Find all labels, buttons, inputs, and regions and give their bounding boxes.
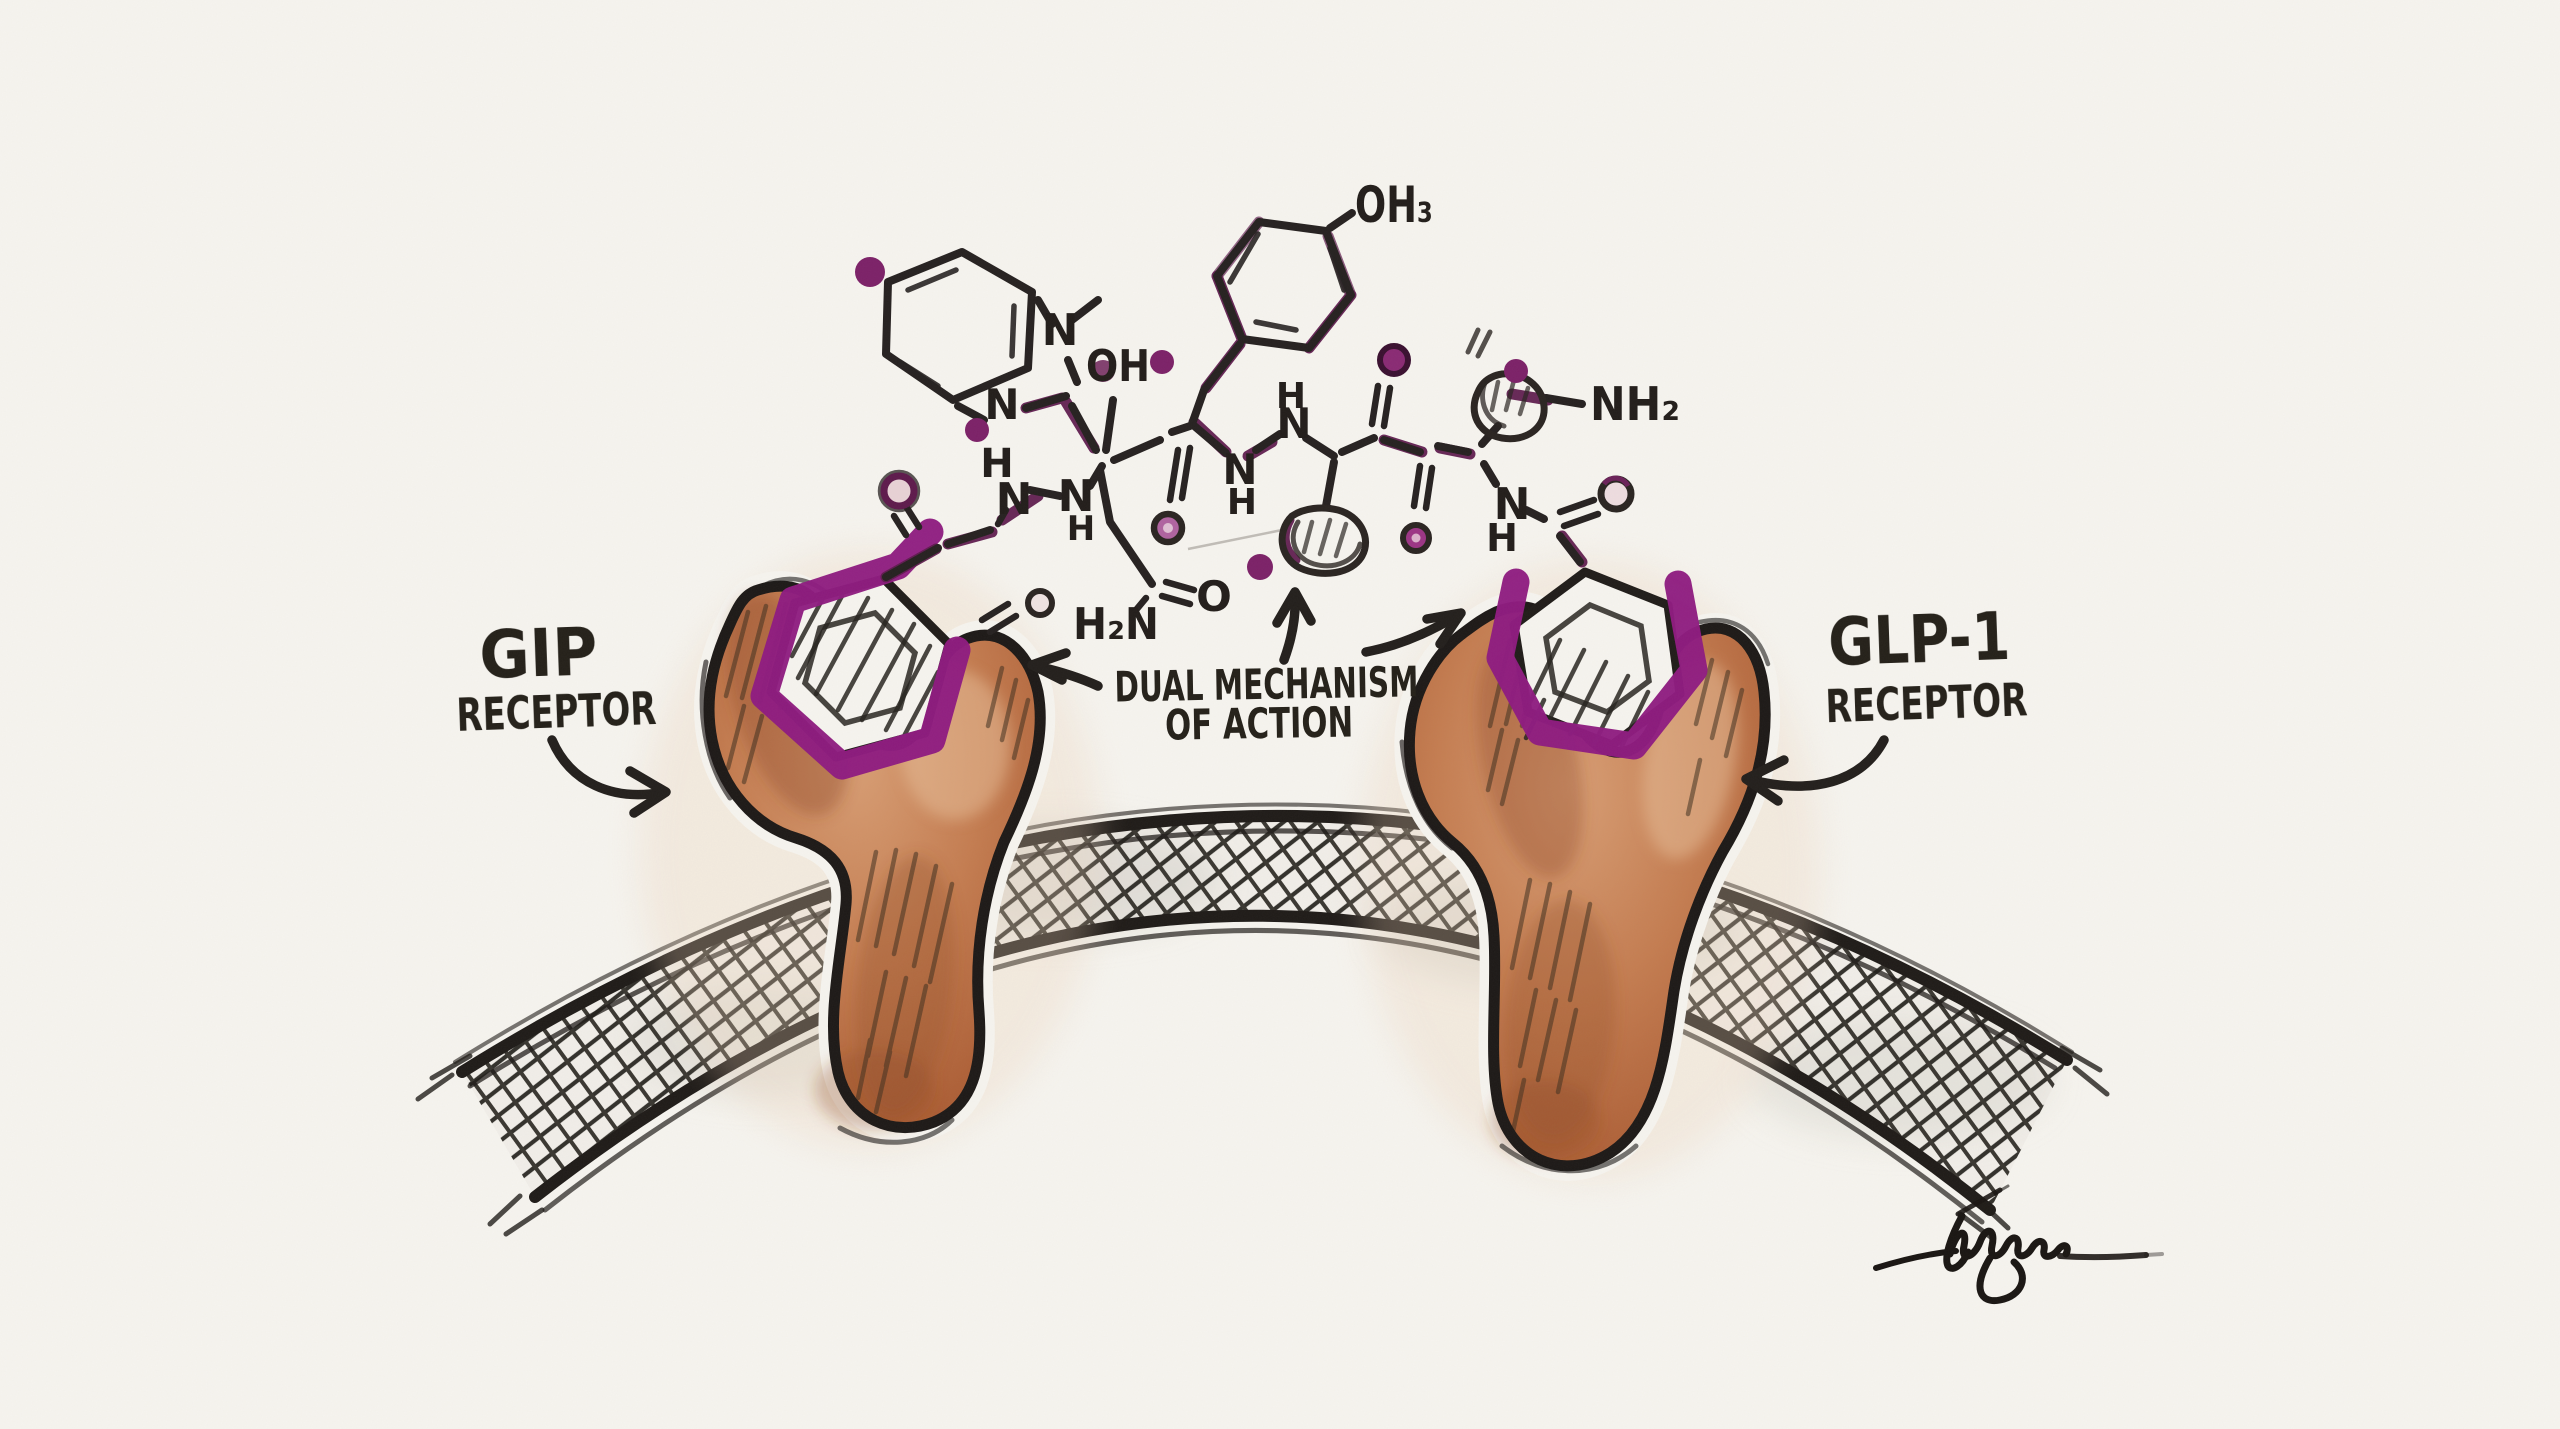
illustration-canvas: OH₃ N N OH H N N H H₂N O N H H N NH₂ N H… [0, 0, 2560, 1429]
illustration-svg: OH₃ N N OH H N N H H₂N O N H H N NH₂ N H… [0, 0, 2560, 1429]
paper-grain-texture [0, 0, 2560, 1429]
